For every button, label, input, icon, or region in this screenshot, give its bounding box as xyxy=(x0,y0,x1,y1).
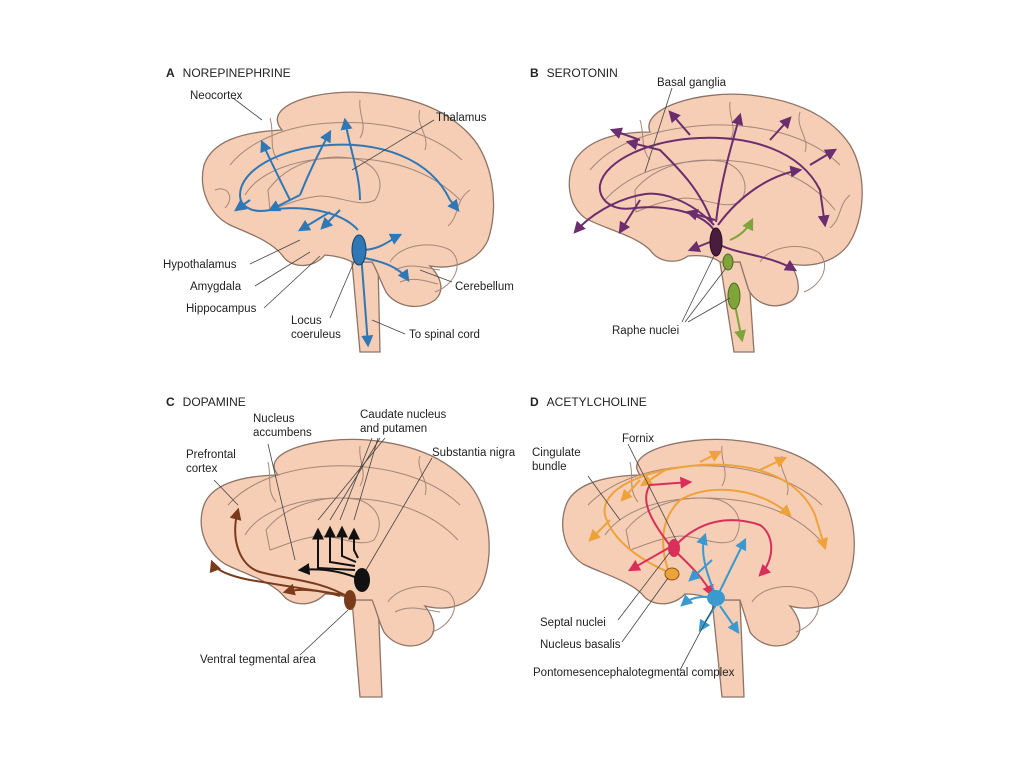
panel-a-title: NOREPINEPHRINE xyxy=(183,66,291,80)
raphe-nuclei-pontine-marker xyxy=(722,253,734,271)
label-septal-nuclei: Septal nuclei xyxy=(540,617,606,629)
panel-d-leader-lines xyxy=(587,443,715,671)
label-nucleus-accumbens-2: accumbens xyxy=(253,427,312,439)
label-prefrontal-1: Prefrontal xyxy=(186,449,236,461)
panel-c-dopamine: C DOPAMINE Nucleus accumbens Caudate nucl… xyxy=(166,395,516,698)
label-neocortex: Neocortex xyxy=(190,90,243,102)
panel-d-letter: D xyxy=(530,395,539,409)
panel-b-serotonin: B SEROTONIN Basal ganglia Raphe nuclei xyxy=(530,66,863,353)
panel-c-letter: C xyxy=(166,395,175,409)
acetylcholine-cortical-projections xyxy=(588,450,828,573)
panel-c-title: DOPAMINE xyxy=(183,395,246,409)
panel-b-brain-illustration xyxy=(568,93,863,353)
serotonin-projections xyxy=(573,110,838,272)
panel-b-leader-lines xyxy=(644,87,731,323)
septal-nuclei-marker xyxy=(668,539,680,557)
label-cerebellum: Cerebellum xyxy=(455,281,514,293)
panel-d-brain-illustration xyxy=(562,438,855,698)
label-amygdala: Amygdala xyxy=(190,281,242,293)
nucleus-basalis-marker xyxy=(664,567,680,581)
panel-c-brain-illustration xyxy=(200,438,490,698)
label-pontomesencephalotegmental: Pontomesencephalotegmental complex xyxy=(533,667,735,679)
label-prefrontal-2: cortex xyxy=(186,463,218,475)
ventral-tegmental-area-marker xyxy=(344,590,356,610)
panel-b-title: SEROTONIN xyxy=(547,66,618,80)
panel-b-letter: B xyxy=(530,66,539,80)
label-caudate-1: Caudate nucleus xyxy=(360,409,447,421)
label-locus-coeruleus-2: coeruleus xyxy=(291,329,341,341)
label-cingulate-bundle-1: Cingulate xyxy=(532,447,581,459)
label-raphe-nuclei: Raphe nuclei xyxy=(612,325,679,337)
panel-a-letter: A xyxy=(166,66,175,80)
pontomesencephalotegmental-marker xyxy=(707,590,725,606)
panel-a-leader-lines xyxy=(232,97,453,335)
label-locus-coeruleus-1: Locus xyxy=(291,315,322,327)
label-basal-ganglia: Basal ganglia xyxy=(657,77,727,89)
panel-c-leader-lines xyxy=(213,437,433,656)
label-hippocampus: Hippocampus xyxy=(186,303,257,315)
label-nucleus-basalis: Nucleus basalis xyxy=(540,639,621,651)
label-hypothalamus: Hypothalamus xyxy=(163,259,237,271)
raphe-nuclei-medullary-marker xyxy=(727,282,741,310)
label-nucleus-accumbens-1: Nucleus xyxy=(253,413,295,425)
locus-coeruleus-marker xyxy=(351,234,367,266)
label-to-spinal-cord: To spinal cord xyxy=(409,329,480,341)
label-fornix: Fornix xyxy=(622,433,654,445)
substantia-nigra-marker xyxy=(354,568,370,592)
label-thalamus: Thalamus xyxy=(436,112,487,124)
raphe-nuclei-rostral-marker xyxy=(709,227,723,257)
label-ventral-tegmental-area: Ventral tegmental area xyxy=(200,654,316,666)
label-substantia-nigra: Substantia nigra xyxy=(432,447,516,459)
panel-d-title: ACETYLCHOLINE xyxy=(547,395,647,409)
panel-a-norepinephrine: A NOREPINEPHRINE Neocortex Thalamus Hypot… xyxy=(163,66,514,353)
dopamine-nigrostriatal-projections xyxy=(297,525,363,581)
panel-d-acetylcholine: D ACETYLCHOLINE Cingulate bundle Fornix S… xyxy=(530,395,855,698)
dopamine-mesocortical-projections xyxy=(209,507,351,599)
panel-a-brain-illustration xyxy=(201,91,495,353)
label-cingulate-bundle-2: bundle xyxy=(532,461,567,473)
label-caudate-2: and putamen xyxy=(360,423,427,435)
